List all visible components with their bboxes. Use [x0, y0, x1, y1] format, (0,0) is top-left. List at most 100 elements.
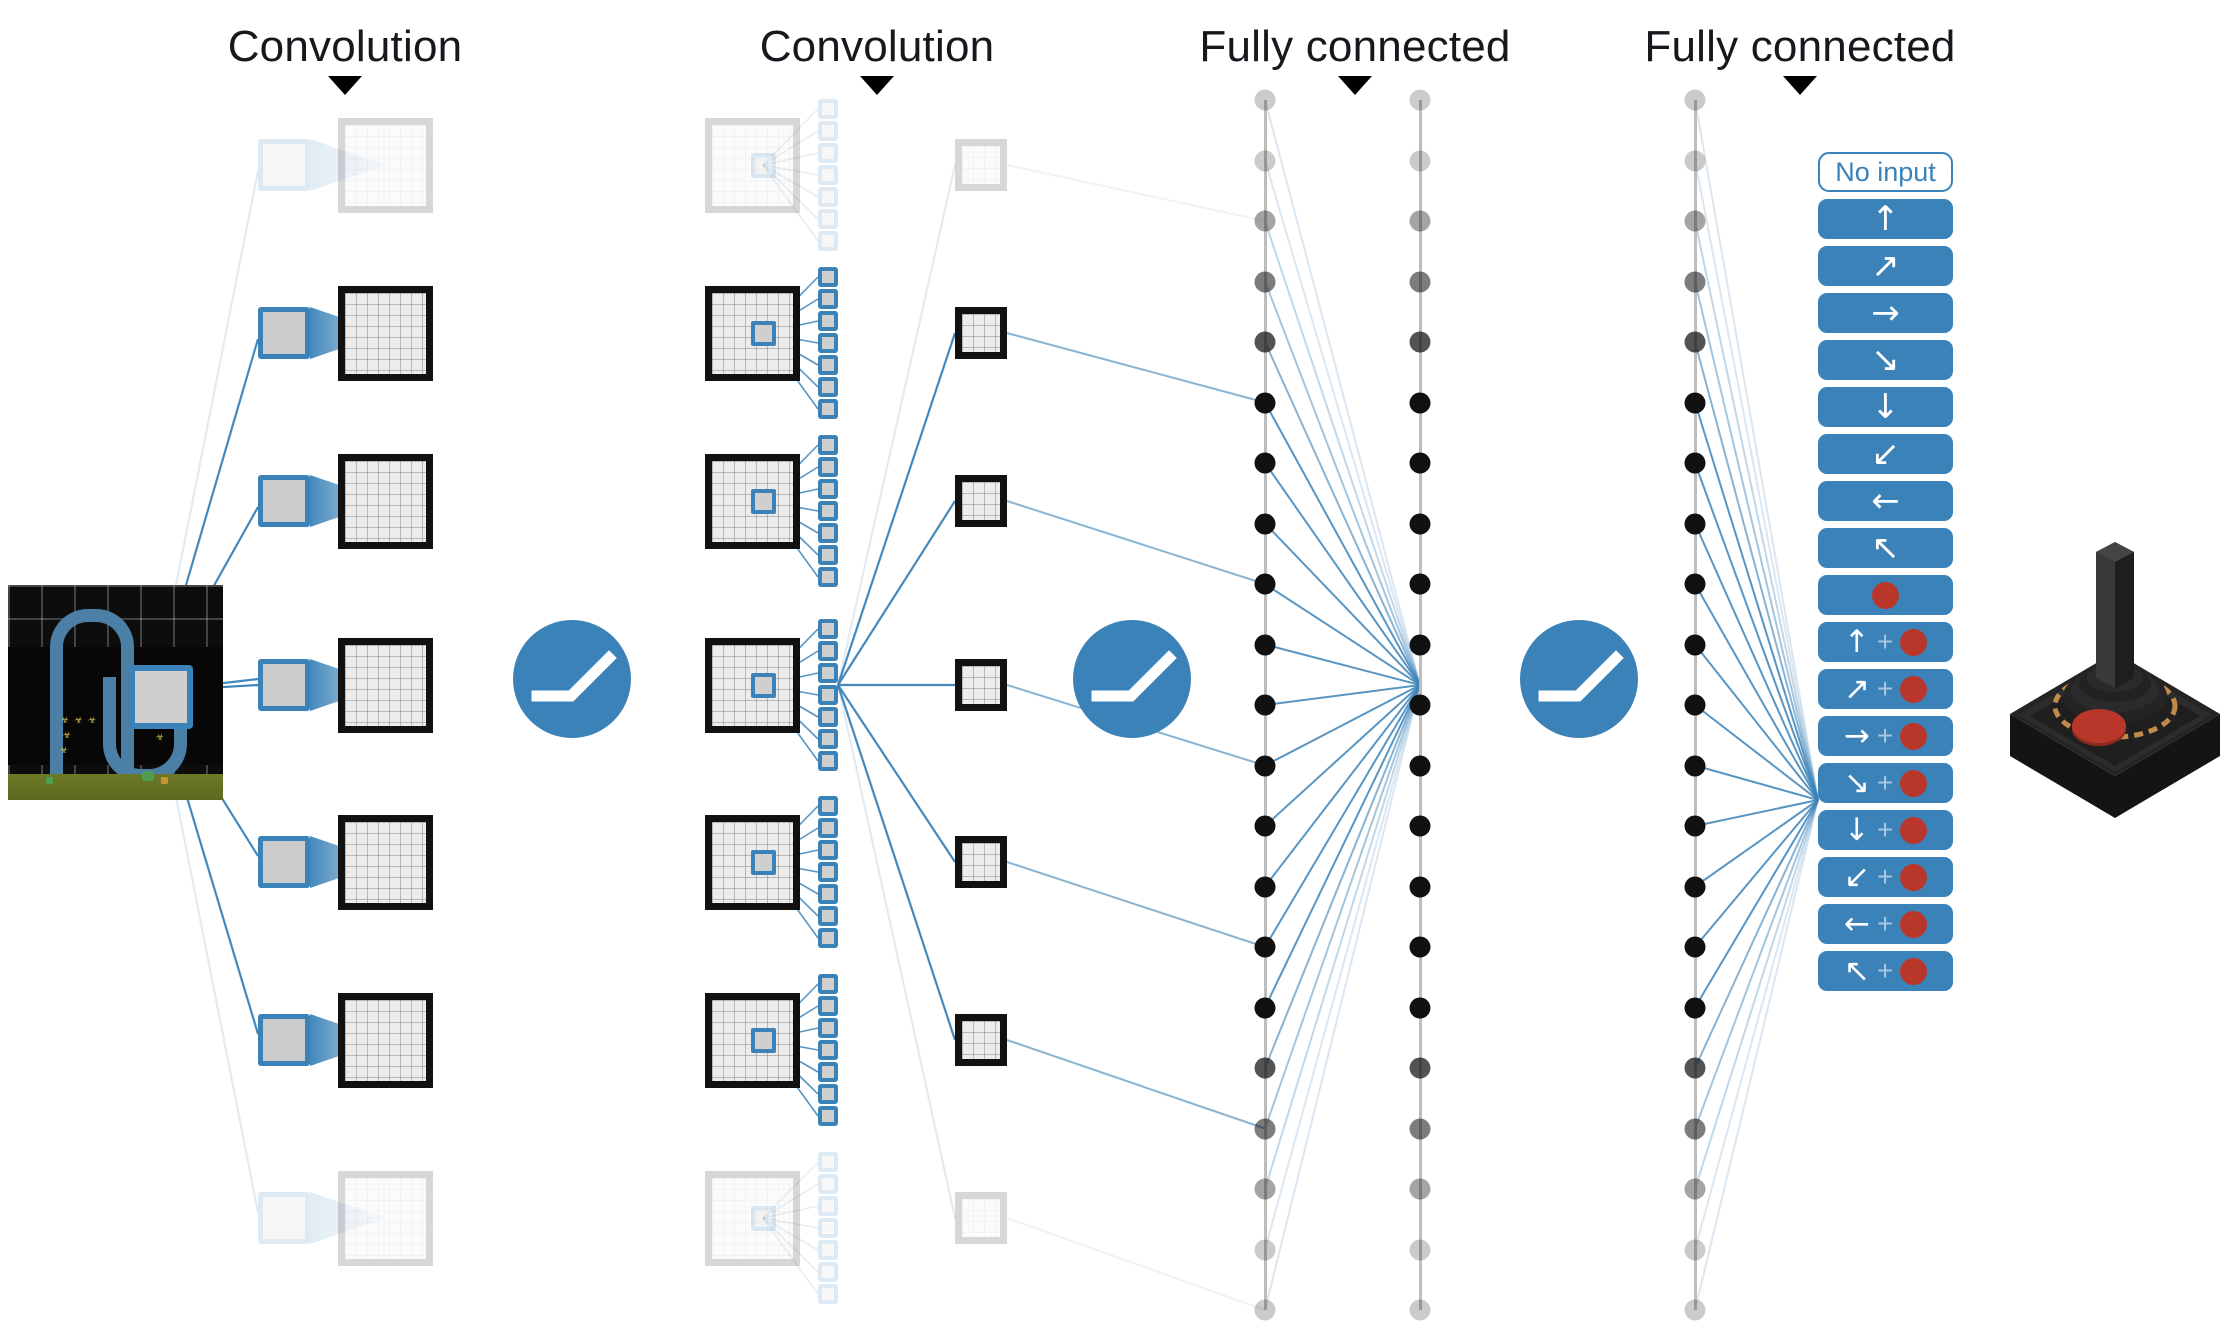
conv2-unit-6-2 — [818, 1196, 838, 1216]
plus-symbol: + — [1876, 626, 1894, 657]
action-up-fire[interactable]: ↑+ — [1818, 622, 1953, 662]
action-up-right[interactable]: ↗ — [1818, 246, 1953, 286]
arrow-icon-right-fire: → — [1843, 717, 1870, 754]
conv2-unit-0-0 — [818, 99, 838, 119]
fc-node-2-19 — [1684, 1239, 1706, 1260]
fc-node-2-8 — [1684, 573, 1706, 595]
fc-node-1-0 — [1409, 89, 1431, 111]
conv2-unit-5-5 — [818, 1084, 838, 1104]
action-right-fire[interactable]: →+ — [1818, 716, 1953, 756]
joystick-ring — [2052, 672, 2178, 740]
fc-node-1-6 — [1409, 452, 1431, 474]
conv2-unit-2-1 — [818, 457, 838, 477]
fc-node-2-6 — [1684, 452, 1706, 474]
conv2-unit-3-2 — [818, 663, 838, 683]
action-down-left-fire[interactable]: ↙+ — [1818, 857, 1953, 897]
conv2-unit-5-2 — [818, 1018, 838, 1038]
conv1-projection-cone-0 — [310, 139, 386, 191]
conv1-kernel-2 — [258, 475, 310, 527]
conv2-unit-0-6 — [818, 231, 838, 251]
conv2-kernel-0 — [751, 153, 776, 178]
layer-title-3: Fully connected — [1644, 22, 1956, 71]
conv2-kernel-5 — [751, 1028, 776, 1053]
fc-node-1-9 — [1409, 634, 1431, 655]
conv2-unit-1-1 — [818, 289, 838, 309]
conv2-output-map-1 — [955, 307, 1007, 359]
fc-node-2-12 — [1684, 815, 1706, 837]
layer-title-0: Convolution — [227, 22, 463, 71]
fc-node-0-4 — [1254, 331, 1276, 353]
fc-node-0-7 — [1254, 513, 1276, 534]
conv2-unit-0-3 — [818, 165, 838, 185]
action-left-fire[interactable]: ←+ — [1818, 904, 1953, 944]
arrow-icon-up: ↑ — [1871, 199, 1900, 239]
fc-node-0-14 — [1254, 936, 1276, 958]
arrow-icon-down-left-fire: ↙ — [1843, 858, 1870, 895]
conv1-feature-map-1 — [338, 285, 433, 381]
action-down[interactable]: ↓ — [1818, 387, 1953, 427]
fc-node-0-6 — [1254, 452, 1276, 474]
conv2-unit-1-3 — [818, 333, 838, 353]
relu-activation-2 — [1520, 620, 1638, 738]
joystick-fire-button — [2072, 709, 2126, 746]
conv1-feature-map-6 — [338, 1170, 433, 1266]
fc-node-0-9 — [1254, 634, 1276, 655]
fc-node-1-16 — [1409, 1057, 1431, 1079]
conv2-unit-4-1 — [818, 818, 838, 838]
action-down-left[interactable]: ↙ — [1818, 434, 1953, 474]
conv2-kernel-4 — [751, 850, 776, 875]
conv1-projection-cone-6 — [310, 1192, 386, 1244]
fc-node-2-3 — [1684, 271, 1706, 292]
conv1-feature-map-5 — [338, 992, 433, 1088]
relu-activation-0 — [513, 620, 631, 738]
plus-symbol: + — [1876, 814, 1894, 845]
action-right[interactable]: → — [1818, 293, 1953, 333]
fc-node-1-11 — [1409, 755, 1431, 776]
fire-button-icon-up-fire — [1900, 628, 1928, 656]
action-label-no-input: No input — [1835, 156, 1936, 187]
conv2-unit-5-4 — [818, 1062, 838, 1082]
fire-button-icon-right-fire — [1900, 722, 1928, 750]
conv2-unit-3-1 — [818, 641, 838, 661]
conv2-output-map-2 — [955, 475, 1007, 527]
plus-symbol: + — [1876, 673, 1894, 704]
conv2-unit-3-3 — [818, 685, 838, 705]
conv2-unit-5-3 — [818, 1040, 838, 1060]
fc-node-2-10 — [1684, 694, 1706, 716]
conv2-unit-0-5 — [818, 209, 838, 229]
conv2-unit-0-4 — [818, 187, 838, 207]
conv2-unit-4-3 — [818, 862, 838, 882]
conv1-feature-map-4 — [338, 814, 433, 910]
conv2-unit-1-2 — [818, 311, 838, 331]
action-up-left-fire[interactable]: ↖+ — [1818, 951, 1953, 991]
fc-node-1-19 — [1409, 1239, 1431, 1260]
action-up-left[interactable]: ↖ — [1818, 528, 1953, 568]
action-down-right-fire[interactable]: ↘+ — [1818, 763, 1953, 803]
game-enemy-row-3: ☣ — [60, 742, 68, 757]
fire-button-icon-left-fire — [1900, 910, 1928, 938]
action-up[interactable]: ↑ — [1818, 199, 1953, 239]
fc-node-1-7 — [1409, 513, 1431, 534]
action-left[interactable]: ← — [1818, 481, 1953, 521]
action-fire[interactable] — [1818, 575, 1953, 615]
conv2-unit-2-4 — [818, 523, 838, 543]
action-down-fire[interactable]: ↓+ — [1818, 810, 1953, 850]
conv2-unit-6-3 — [818, 1218, 838, 1238]
action-up-right-fire[interactable]: ↗+ — [1818, 669, 1953, 709]
conv2-kernel-1 — [751, 321, 776, 346]
conv2-unit-5-1 — [818, 996, 838, 1016]
fire-button-icon-up-left-fire — [1900, 957, 1928, 985]
fc-node-1-5 — [1409, 392, 1431, 413]
action-no-input[interactable]: No input — [1818, 152, 1953, 192]
fc-node-0-19 — [1254, 1239, 1276, 1260]
fc-node-2-16 — [1684, 1057, 1706, 1079]
fc-node-1-8 — [1409, 573, 1431, 595]
arrow-icon-left-fire: ← — [1843, 905, 1870, 942]
conv2-unit-2-2 — [818, 479, 838, 499]
action-down-right[interactable]: ↘ — [1818, 340, 1953, 380]
layer-marker-2 — [1338, 76, 1372, 95]
conv2-unit-6-0 — [818, 1152, 838, 1172]
conv2-unit-0-1 — [818, 121, 838, 141]
conv2-unit-4-0 — [818, 796, 838, 816]
